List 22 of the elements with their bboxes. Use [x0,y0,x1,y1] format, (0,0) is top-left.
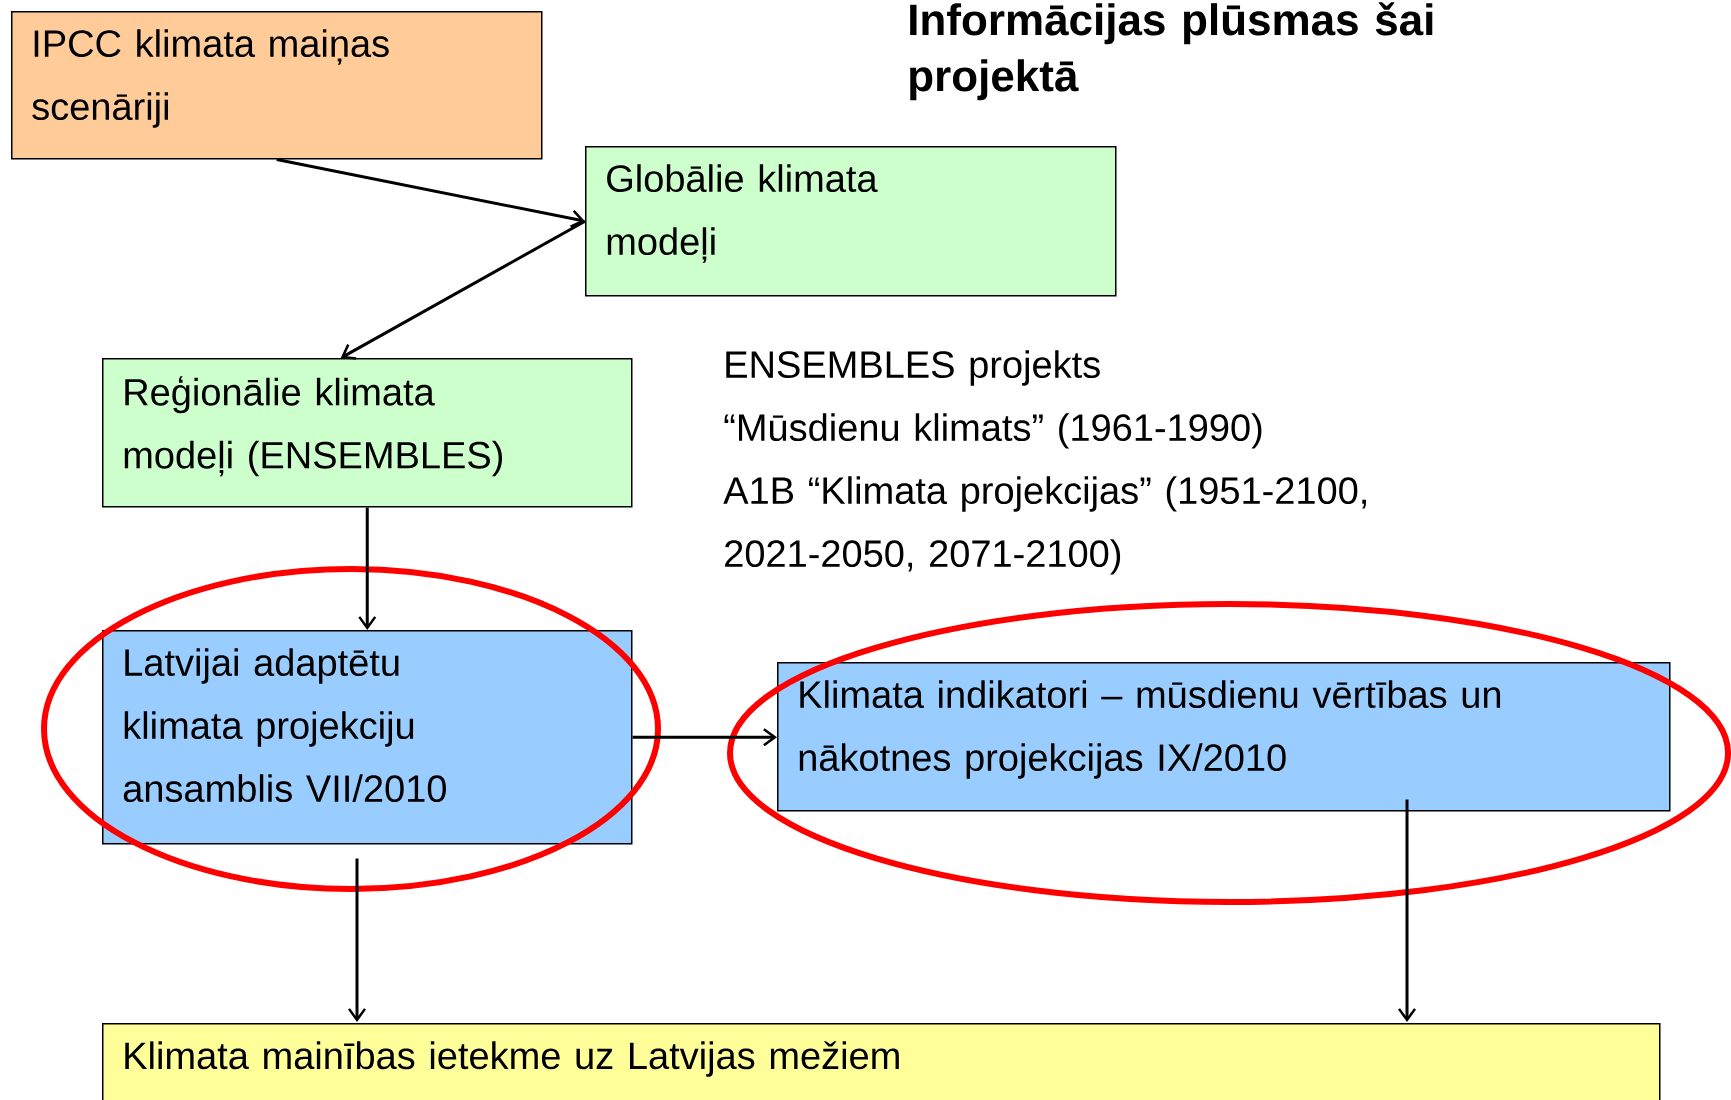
arrow [276,158,585,228]
process-box [102,358,633,508]
note-text: “Mūsdienu klimats” (1961-1990) [724,413,1262,449]
node-label: Klimata mainības ietekme uz Latvijas mežiem [125,1041,899,1077]
note-text: A1B “Klimata projekcijas” (1951-2100, 2021-2050, 2071-2100) [723,476,1366,575]
process-box [777,662,1671,812]
node-label: Latvijai adaptētu klimata projekciju ansamblis VII/2010 [123,648,446,803]
process-box [102,630,633,845]
arrow [1398,799,1417,1022]
arrow [348,858,367,1022]
process-box [585,146,1117,297]
arrow [358,507,377,630]
arrow [340,219,586,360]
node-label: Reģionālie klimata modeļi (ENSEMBLES) [124,376,503,477]
node-label: Globālie klimata modeļi [607,164,878,263]
node-label: Klimata indikatori – mūsdienu vērtības un nākotnes projekcijas IX/2010 [799,680,1501,779]
process-box [102,1023,1661,1100]
process-box [11,11,543,160]
note-text: ENSEMBLES projekts [726,350,1100,386]
title: Informācijas plūsmas šai projektā [910,2,1433,101]
node-label: IPCC klimata maiņas scenāriji [32,29,389,128]
arrow [632,728,777,747]
